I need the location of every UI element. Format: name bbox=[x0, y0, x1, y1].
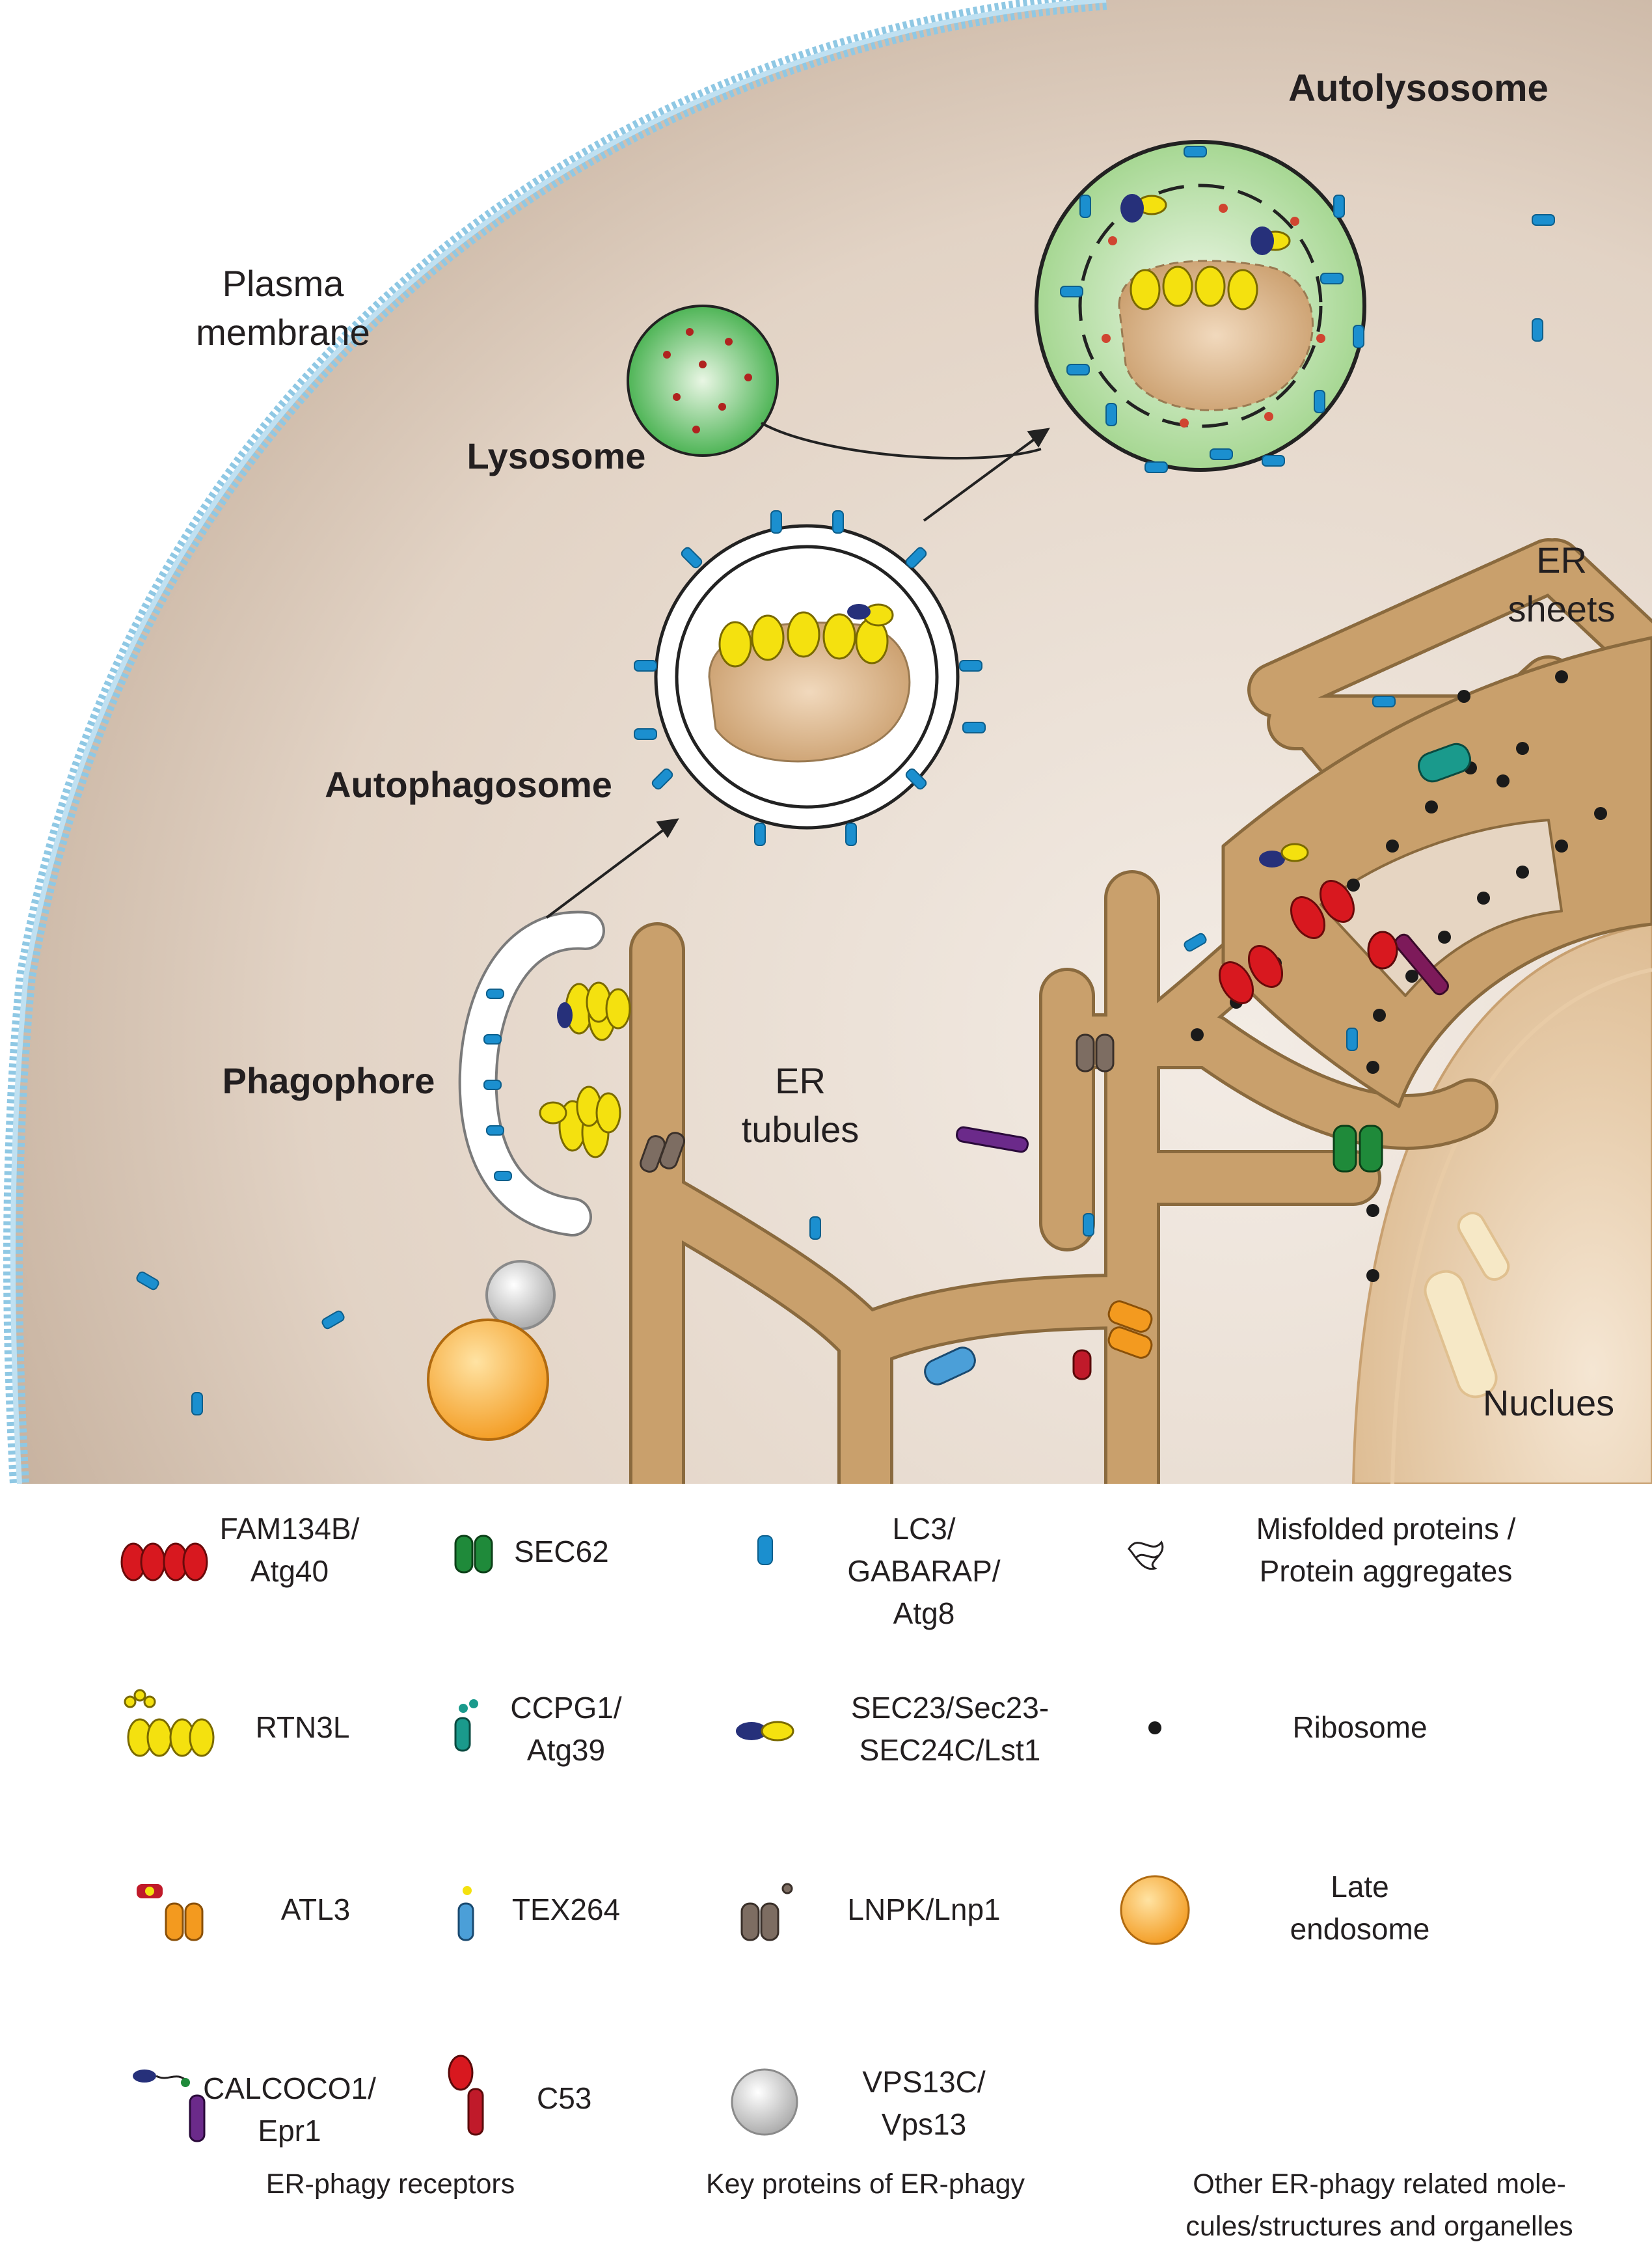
vps13c-sphere bbox=[485, 1260, 556, 1330]
legend-fam134b-label-1: FAM134B/ bbox=[220, 1512, 360, 1546]
legend-calcoco1-label-1: CALCOCO1/ bbox=[203, 2071, 376, 2105]
legend-misfolded-icon bbox=[1128, 1540, 1164, 1570]
legend-lnpk-label: LNPK/Lnp1 bbox=[847, 1892, 1000, 1926]
autophagosome bbox=[634, 510, 986, 846]
caption-other-1: Other ER-phagy related mole- bbox=[1193, 2168, 1566, 2200]
legend-calcoco1-icon bbox=[133, 2070, 206, 2142]
legend-vps13c-icon bbox=[731, 2068, 798, 2136]
caption-receptors: ER-phagy receptors bbox=[266, 2168, 515, 2200]
legend-lc3-label-1: LC3/ bbox=[892, 1512, 955, 1546]
autolysosome-label: Autolysosome bbox=[1288, 67, 1549, 109]
legend-ribosome-icon bbox=[1148, 1721, 1161, 1734]
legend-sec23-label-1: SEC23/Sec23- bbox=[851, 1691, 1049, 1725]
legend-sec62-label: SEC62 bbox=[514, 1535, 609, 1568]
er-sheets-label-2: sheets bbox=[1508, 588, 1616, 629]
legend-lnpk-icon bbox=[740, 1883, 793, 1941]
legend-lc3-icon bbox=[757, 1535, 773, 1565]
legend-ccpg1-label-2: Atg39 bbox=[527, 1733, 605, 1767]
legend-ccpg1-icon bbox=[454, 1699, 478, 1752]
phagophore bbox=[458, 910, 616, 1236]
lysosome bbox=[627, 305, 779, 457]
free-lc3 bbox=[136, 214, 1555, 1415]
plasma-membrane-label-2: membrane bbox=[196, 312, 370, 353]
legend-atl3-icon bbox=[137, 1884, 204, 1941]
legend-c53-icon bbox=[448, 2055, 484, 2136]
legend-tex264-icon bbox=[457, 1886, 474, 1941]
lysosome-label: Lysosome bbox=[467, 435, 646, 476]
nucleus-label: Nuclues bbox=[1483, 1382, 1614, 1423]
legend-rtn3l-icon bbox=[124, 1689, 215, 1757]
pathway-arrows bbox=[545, 422, 1050, 919]
legend-sec23-label-2: SEC24C/Lst1 bbox=[860, 1733, 1041, 1767]
er-tubules-label-2: tubules bbox=[742, 1109, 860, 1150]
autolysosome bbox=[1035, 140, 1366, 473]
legend-atl3-label: ATL3 bbox=[281, 1892, 351, 1926]
legend-ribosome-label: Ribosome bbox=[1292, 1710, 1427, 1744]
plasma-membrane-label-1: Plasma bbox=[223, 263, 345, 304]
er-network bbox=[629, 538, 1652, 1484]
legend-late-endosome-label-2: endosome bbox=[1290, 1912, 1430, 1946]
legend-lc3-label-2: GABARAP/ bbox=[847, 1554, 1000, 1588]
legend-fam134b-label-2: Atg40 bbox=[251, 1554, 329, 1588]
legend-lc3-label-3: Atg8 bbox=[893, 1596, 955, 1630]
legend: FAM134B/ Atg40 SEC62 LC3/ GABARAP/ Atg8 … bbox=[120, 1512, 1573, 2242]
er-tubules-label-1: ER bbox=[775, 1060, 826, 1101]
legend-vps13c-label-2: Vps13 bbox=[882, 2107, 966, 2141]
er-receptors bbox=[576, 743, 1471, 1386]
legend-fam134b-icon bbox=[120, 1542, 208, 1581]
legend-ccpg1-label-1: CCPG1/ bbox=[510, 1691, 621, 1725]
caption-other-2: cules/structures and organelles bbox=[1185, 2211, 1573, 2242]
legend-late-endosome-icon bbox=[1120, 1875, 1190, 1945]
er-sheets-label-1: ER bbox=[1536, 540, 1587, 581]
legend-misfolded-label-1: Misfolded proteins / bbox=[1256, 1512, 1516, 1546]
caption-key-proteins: Key proteins of ER-phagy bbox=[706, 2168, 1025, 2200]
phagophore-label: Phagophore bbox=[223, 1060, 435, 1101]
legend-rtn3l-label: RTN3L bbox=[256, 1710, 350, 1744]
legend-tex264-label: TEX264 bbox=[512, 1892, 620, 1926]
autophagosome-label: Autophagosome bbox=[325, 764, 612, 805]
legend-misfolded-label-2: Protein aggregates bbox=[1260, 1554, 1513, 1588]
legend-calcoco1-label-2: Epr1 bbox=[258, 2114, 321, 2148]
legend-vps13c-label-1: VPS13C/ bbox=[862, 2065, 985, 2099]
legend-late-endosome-label-1: Late bbox=[1331, 1870, 1389, 1904]
cell-region: Plasma membrane Lysosome Autolysosome Au… bbox=[3, 0, 1652, 1484]
legend-c53-label: C53 bbox=[537, 2081, 591, 2115]
legend-sec62-icon bbox=[454, 1535, 493, 1574]
late-endosome-sphere bbox=[427, 1318, 549, 1441]
legend-sec23-icon bbox=[736, 1721, 794, 1742]
